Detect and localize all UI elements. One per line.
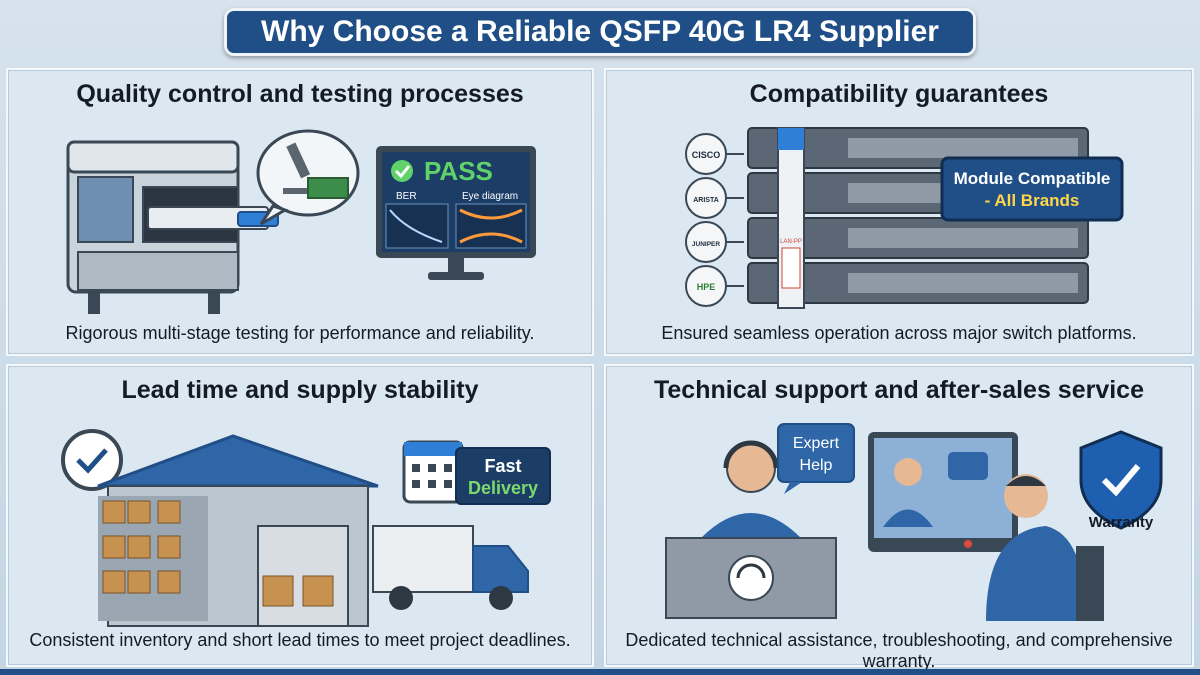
- svg-text:CISCO: CISCO: [692, 150, 721, 160]
- bubble-line-1: Expert: [793, 435, 840, 452]
- svg-text:HPE: HPE: [697, 282, 716, 292]
- delivery-line-2: Delivery: [468, 478, 538, 498]
- badge-line-1: Module Compatible: [954, 169, 1111, 188]
- panel-caption-quality: Rigorous multi-stage testing for perform…: [65, 323, 535, 343]
- test-monitor: PASS BER Eye diagram: [376, 146, 536, 280]
- cisco-logo-icon: CISCO: [685, 133, 727, 175]
- fast-delivery-badge: Fast Delivery: [402, 440, 551, 505]
- panel-title-compat: Compatibility guarantees: [749, 80, 1049, 108]
- page-title: Why Choose a Reliable QSFP 40G LR4 Suppl…: [224, 8, 976, 56]
- video-call-screen-illustration: [868, 432, 1018, 552]
- panel-caption-compat: Ensured seamless operation across major …: [661, 323, 1137, 343]
- hpe-logo-icon: HPE: [685, 265, 727, 307]
- bubble-line-2: Help: [800, 457, 833, 474]
- arista-logo-icon: ARISTA: [685, 177, 727, 219]
- svg-text:JUNIPER: JUNIPER: [692, 241, 720, 248]
- bottom-accent-bar: [0, 669, 1200, 675]
- panel-title-quality: Quality control and testing processes: [76, 80, 524, 108]
- delivery-line-1: Fast: [484, 456, 521, 476]
- warehouse-illustration: [97, 434, 379, 627]
- customer-illustration: [986, 474, 1104, 621]
- panel-quality-control: Quality control and testing processes PA…: [6, 68, 594, 356]
- badge-line-2: - All Brands: [985, 191, 1080, 210]
- microscope-bubble-illustration: [256, 129, 360, 226]
- brand-icons-column: CISCO ARISTA JUNIPER HPE: [685, 133, 744, 307]
- juniper-logo-icon: JUNIPER: [685, 221, 727, 263]
- delivery-truck-illustration: [372, 525, 529, 610]
- panel-lead-time: Lead time and supply stability Fast Deli…: [6, 364, 594, 667]
- testing-machine-illustration: [66, 140, 279, 314]
- panel-caption-lead: Consistent inventory and short lead time…: [29, 630, 571, 650]
- module-compatible-badge: Module Compatible - All Brands: [940, 156, 1124, 222]
- eye-diagram-label: Eye diagram: [462, 191, 518, 202]
- module-label: LAN-PP: [780, 239, 802, 245]
- panel-technical-support: Technical support and after-sales servic…: [604, 364, 1194, 671]
- warranty-label: Warranty: [1088, 514, 1154, 531]
- pass-text: PASS: [424, 156, 493, 186]
- panel-title-support: Technical support and after-sales servic…: [653, 376, 1144, 404]
- expert-help-bubble: Expert Help: [777, 423, 855, 494]
- ber-label: BER: [396, 191, 417, 202]
- clock-check-icon: [61, 429, 123, 491]
- panel-title-lead: Lead time and supply stability: [121, 376, 479, 404]
- warranty-shield-icon: [1079, 430, 1163, 530]
- support-agent-desk-illustration: [665, 440, 837, 619]
- panel-compatibility: Compatibility guarantees CISCO ARISTA JU…: [604, 68, 1194, 356]
- svg-text:ARISTA: ARISTA: [693, 197, 719, 204]
- panel-caption-support: Dedicated technical assistance, troubles…: [625, 630, 1173, 671]
